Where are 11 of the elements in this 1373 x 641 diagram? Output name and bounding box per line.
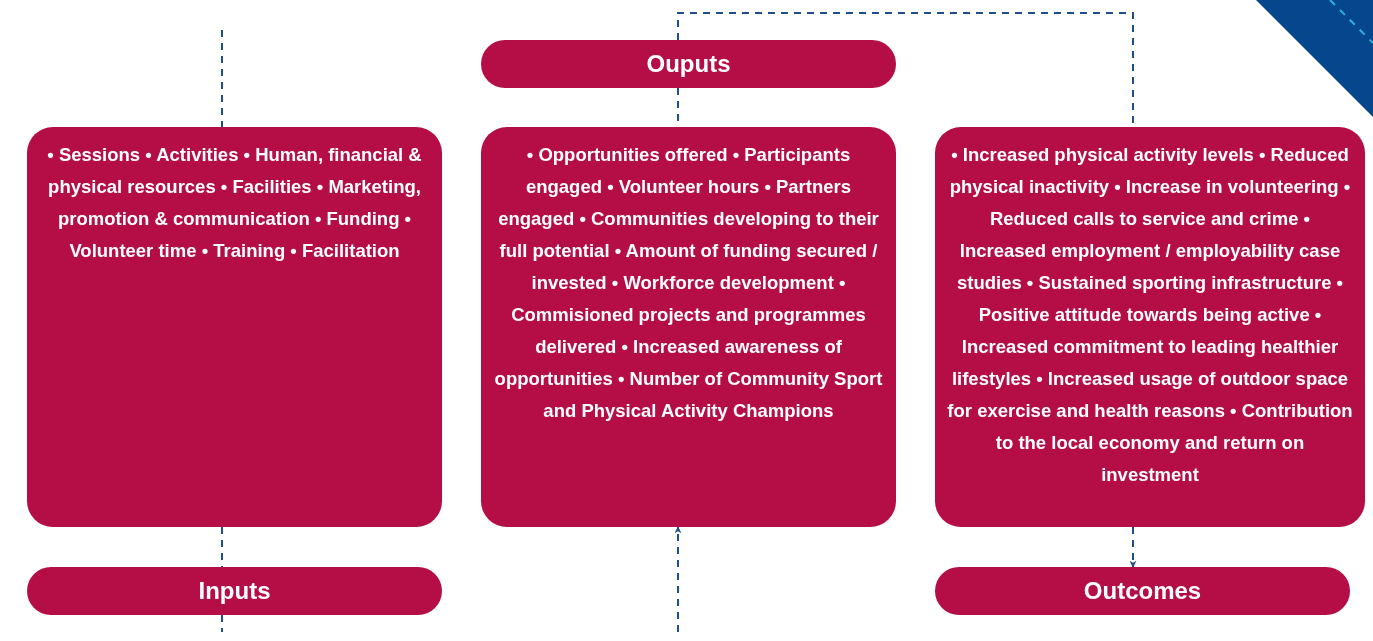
dashed-arrow bbox=[1129, 526, 1137, 568]
dashed-connector bbox=[221, 526, 223, 568]
content-card: • Increased physical activity levels • Reduced physical inactivity • Increase in volunteering • Reduced calls to service and crime • Increased employment / employability case studies • Sustained sporting infrastructure • Positive attitude towards being active • Increased commitment to leading healthier lifestyles • Increased usage of outdoor space for exercise and health reasons • Contribution to the local economy and return on investment bbox=[935, 127, 1365, 527]
content-card: • Opportunities offered • Participants engaged • Volunteer hours • Partners engaged • Communities developing to their full potential • Amount of funding secured / invested • Workforce development • Commisioned projects and programmes delivered • Increased awareness of opportunities • Number of Community Sport and Physical Activity Champions bbox=[481, 127, 896, 527]
dashed-connector bbox=[221, 29, 223, 128]
heading-pill: Ouputs bbox=[481, 40, 896, 88]
dashed-connector bbox=[221, 614, 223, 633]
heading-pill: Outcomes bbox=[935, 567, 1350, 615]
content-card: • Sessions • Activities • Human, financial & physical resources • Facilities • Marketing, promotion & communication • Funding • Volunteer time • Training • Facilitation bbox=[27, 127, 442, 527]
dashed-arrow bbox=[674, 526, 682, 633]
heading-pill: Inputs bbox=[27, 567, 442, 615]
